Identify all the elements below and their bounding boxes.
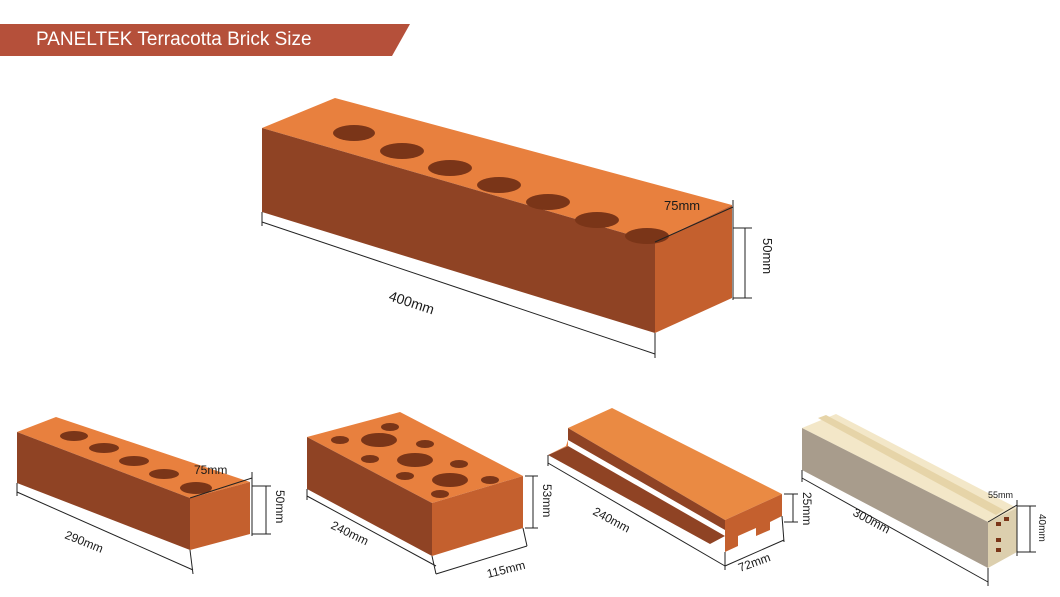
dimension-lines (547, 455, 798, 570)
brick-front-face (262, 128, 655, 333)
brick-holes (333, 125, 669, 244)
brick-holes (60, 431, 212, 494)
slot (996, 548, 1001, 552)
hole (361, 433, 397, 447)
brick-front-face (17, 432, 190, 550)
brick-flange (548, 446, 725, 544)
hole (432, 473, 468, 487)
hole (428, 160, 472, 176)
length-label: 240mm (329, 518, 371, 548)
hole (431, 490, 449, 498)
hole (381, 423, 399, 431)
width-label: 75mm (194, 463, 227, 477)
width-label: 72mm (736, 550, 772, 575)
hole (361, 455, 379, 463)
brick-end-face (655, 205, 732, 333)
height-label: 40mm (1036, 514, 1047, 542)
hole (333, 125, 375, 141)
banner-background (0, 24, 410, 56)
height-label: 25mm (800, 492, 814, 525)
height-label: 50mm (760, 238, 775, 274)
hole (526, 194, 570, 210)
brick-end-profile (725, 494, 782, 552)
multi-hole-brick: 240mm 115mm 53mm (306, 412, 554, 581)
hole (331, 436, 349, 444)
slot (996, 522, 1001, 526)
brick-flange-edge (548, 440, 568, 455)
hole (450, 460, 468, 468)
brick-groove (818, 415, 1004, 515)
hole (481, 476, 499, 484)
brick-top-face (568, 408, 782, 520)
large-seven-hole-brick: 400mm 75mm 50mm (261, 98, 775, 358)
dimension-lines (261, 200, 752, 358)
dimension-lines (801, 470, 1036, 586)
hole (477, 177, 521, 193)
hole (575, 212, 619, 228)
brick-end-face (432, 476, 523, 556)
dimension-lines (16, 472, 271, 575)
grooved-beige-brick: 300mm 55mm 40mm (801, 414, 1047, 586)
hole (380, 143, 424, 159)
height-label: 50mm (273, 490, 287, 523)
hole (396, 472, 414, 480)
hole (89, 443, 119, 453)
brick-holes (331, 423, 499, 498)
title-banner: PANELTEK Terracotta Brick Size (0, 24, 410, 56)
hole (416, 440, 434, 448)
hole (180, 482, 212, 494)
length-label: 400mm (387, 288, 436, 318)
hole (625, 228, 669, 244)
hole (60, 431, 88, 441)
brick-top-face (262, 98, 732, 242)
hole (397, 453, 433, 467)
hole (149, 469, 179, 479)
brick-front-face (568, 428, 725, 530)
brick-front-face (307, 437, 432, 556)
five-hole-brick: 290mm 75mm 50mm (16, 417, 287, 575)
brick-end-face (190, 482, 250, 550)
page-title: PANELTEK Terracotta Brick Size (36, 29, 312, 50)
hole (119, 456, 149, 466)
width-label: 55mm (988, 490, 1013, 500)
length-label: 290mm (63, 528, 105, 556)
profiled-brick: 240mm 72mm 25mm (547, 408, 814, 575)
brick-front-face (802, 428, 988, 568)
brick-end-slots (996, 517, 1009, 552)
slot (1004, 517, 1009, 521)
dimension-lines (306, 475, 538, 575)
width-label: 75mm (664, 198, 700, 213)
width-label: 115mm (485, 558, 526, 581)
slot (996, 538, 1001, 542)
height-label: 53mm (540, 484, 554, 517)
brick-end-face (988, 508, 1017, 568)
